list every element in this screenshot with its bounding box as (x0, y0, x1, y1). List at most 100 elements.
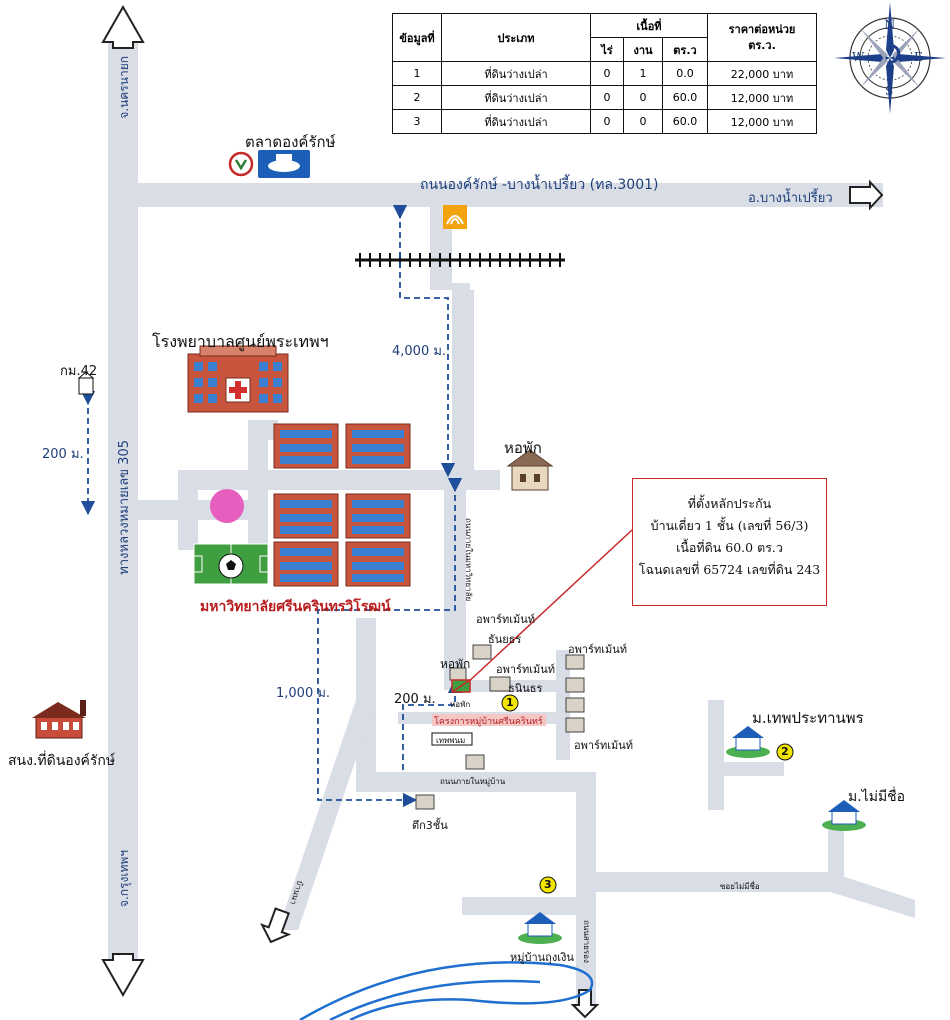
compass-e: E (914, 50, 923, 64)
house-small-label: หอพัก (450, 700, 471, 709)
house-icon (518, 912, 562, 944)
marker-1-number: 1 (506, 696, 514, 709)
highway-305-label: ทางหลวงหมายเลข 305 (117, 440, 132, 575)
road-segment (576, 772, 596, 1007)
callout-title: ที่ตั้งหลักประกัน (687, 496, 772, 511)
dist-1000-label: 1,000 ม. (276, 686, 331, 701)
table-header-ngan: งาน (623, 37, 663, 62)
diagonal-road (278, 700, 376, 930)
distance-paths (80, 204, 463, 808)
cell-rai: 0 (590, 85, 624, 110)
cell-no: 3 (392, 109, 442, 134)
house-icon (465, 754, 485, 770)
small-sign-label: เทพพนม (436, 736, 466, 745)
cell-type: ที่ดินว่างเปล่า (441, 61, 591, 86)
football-field-icon (193, 543, 269, 585)
marker-3 (539, 876, 557, 894)
cell-no: 2 (392, 85, 442, 110)
road-segment (828, 830, 844, 880)
table-header-price-unit: ตร.ว. (748, 38, 776, 52)
apartment-thaninthorn-label-1: อพาร์ทเม้นท์ (496, 663, 555, 676)
market-icon (228, 150, 310, 178)
village-ngern-label: หมู่บ้านถุงเงิน (510, 951, 574, 964)
apartment-thanyathorn-label-1: อพาร์ทเม้นท์ (476, 613, 535, 626)
house-icon (565, 717, 585, 733)
road-segment (724, 762, 784, 776)
table-row: 2 ที่ดินว่างเปล่า 0 0 60.0 12,000 บาท (392, 85, 817, 110)
university-label: มหาวิทยาลัยศรีนครินทรวิโรฒน์ (200, 599, 391, 615)
dormitory-house-icon (506, 449, 554, 491)
road-segment (356, 618, 376, 778)
north-arrow-highway (101, 4, 145, 49)
nakhon-nayok-label: จ.นครนายก (117, 56, 131, 119)
cell-type: ที่ดินว่างเปล่า (441, 109, 591, 134)
house-icon (565, 677, 585, 693)
house-icon (565, 697, 585, 713)
path-1000m (317, 477, 463, 808)
cell-rai: 0 (590, 109, 624, 134)
road-segment (452, 290, 474, 470)
cell-price: 12,000 บาท (707, 85, 817, 110)
table-row: 3 ที่ดินว่างเปล่า 0 0 60.0 12,000 บาท (392, 109, 817, 134)
marker-3-number: 3 (544, 878, 552, 891)
soi-road (596, 872, 915, 918)
road-segment (248, 420, 268, 550)
building-3f-label: ตึก3ชั้น (412, 819, 448, 832)
cell-wa: 60.0 (662, 85, 708, 110)
project-name-label: โครงการหมู่บ้านศรีนครินทร์ (434, 717, 543, 727)
diag-arrow-road (260, 907, 292, 944)
table-header-price-label: ราคาต่อหน่วย (728, 22, 796, 36)
subject-plot-marker (451, 679, 471, 693)
callout-deed-number: โฉนดเลขที่ 65724 เลขที่ดิน 243 (638, 562, 821, 577)
cell-price: 22,000 บาท (707, 61, 817, 86)
table-header-rai: ไร่ (590, 37, 624, 62)
pink-pond (210, 489, 244, 523)
dormitory-right-label: หอพัก (504, 439, 542, 457)
road-segment (708, 700, 724, 810)
cell-ngan: 1 (623, 61, 663, 86)
land-price-table: ข้อมูลที่ ประเภท เนื้อที่ ราคาต่อหน่วย ต… (392, 13, 817, 134)
apartment-thaninthorn-label-2: ธนินธร (508, 682, 543, 695)
road-arrows (101, 4, 884, 1019)
callout-pointer (464, 529, 633, 686)
house-icon (415, 794, 435, 810)
hospital-building (187, 345, 289, 413)
land-office-building (32, 700, 86, 739)
cell-type: ที่ดินว่างเปล่า (441, 85, 591, 110)
house-icon (489, 676, 511, 692)
project-sign-bg (432, 714, 546, 726)
dist-200-mid-label: 200 ม. (394, 692, 436, 707)
table-header-type: ประเภท (441, 13, 591, 62)
marker-1 (501, 694, 519, 712)
table-row: 1 ที่ดินว่างเปล่า 0 1 0.0 22,000 บาท (392, 61, 817, 86)
cell-ngan: 0 (623, 109, 663, 134)
univ-road-label: ถนนภายในมหาวิทยาลัย (464, 518, 473, 602)
bottom-road-label: ถนนสายรอง (582, 920, 591, 963)
house-icon (472, 644, 492, 660)
bangkok-label: จ.กรุงเทพฯ (117, 850, 131, 908)
km42-label: กม.42 (60, 364, 98, 379)
main-road-label: ถนนองค์รักษ์ -บางน้ำเปรี้ยว (ทล.3001) (420, 177, 659, 193)
railway (355, 253, 565, 267)
table-header-area: เนื้อที่ (590, 13, 708, 38)
east-arrow-road (849, 179, 884, 211)
table-header-price: ราคาต่อหน่วย ตร.ว. (707, 13, 817, 62)
house-icon (565, 654, 585, 670)
numbered-markers (501, 694, 794, 894)
road-segment (462, 897, 592, 915)
apartment-thanyathorn-label-2: ธันยธร (488, 633, 522, 646)
small-house-icons (415, 644, 585, 810)
house-icon (726, 726, 770, 758)
callout-house-type: บ้านเดี่ยว 1 ชั้น (เลขที่ 56/3) (650, 518, 809, 533)
market-label: ตลาดองค์รักษ์ (245, 133, 336, 151)
collateral-callout: ที่ตั้งหลักประกัน บ้านเดี่ยว 1 ชั้น (เลข… (632, 478, 827, 606)
bang-nam-priao-label: อ.บางน้ำเปรี้ยว (748, 191, 833, 206)
compass-rose (834, 2, 946, 114)
cell-price: 12,000 บาท (707, 109, 817, 134)
km-marker-icon (77, 371, 95, 395)
apartment-right-top-label: อพาร์ทเม้นท์ (568, 643, 627, 656)
cell-wa: 0.0 (662, 61, 708, 86)
river (299, 961, 594, 1020)
apartment-right-bottom-label: อพาร์ทเม้นท์ (574, 739, 633, 752)
